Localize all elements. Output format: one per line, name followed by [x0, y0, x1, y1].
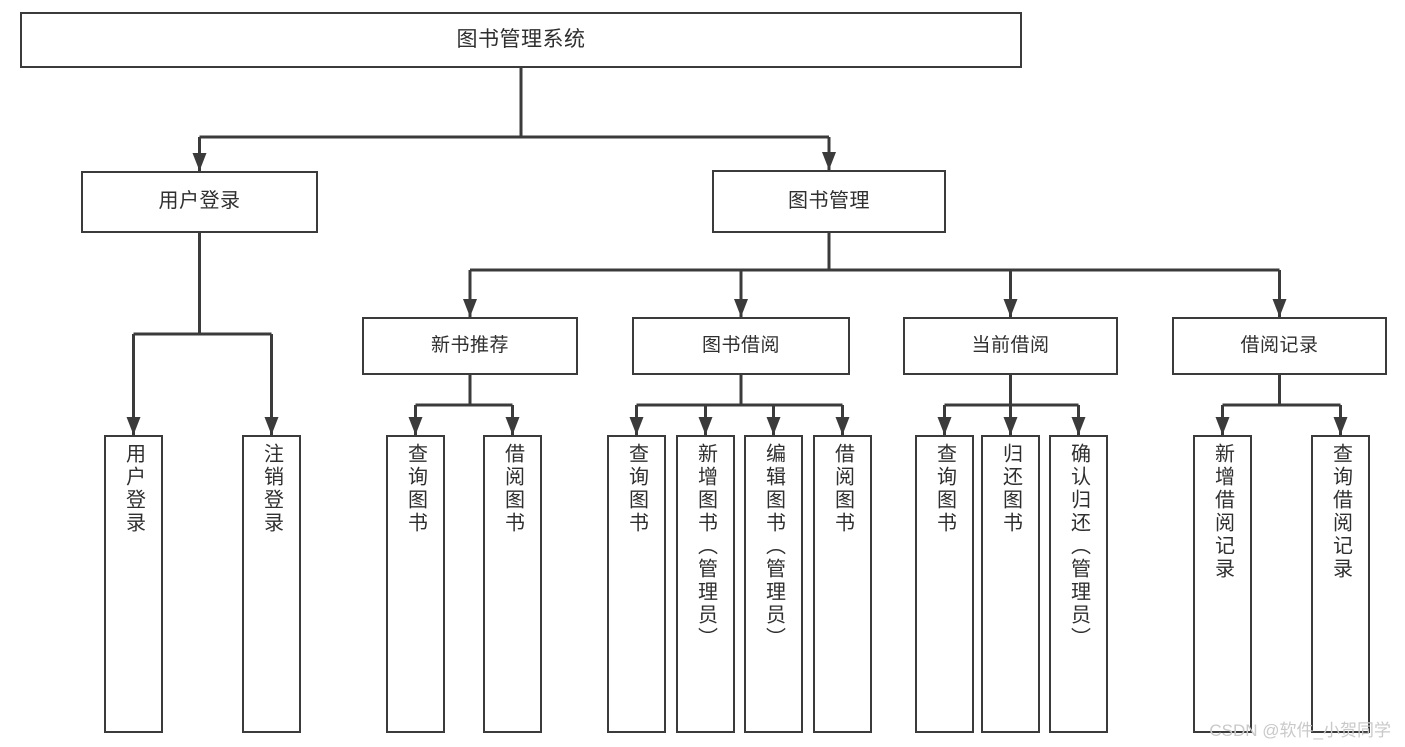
arrow-head-leaf-query-book-2 [629, 417, 644, 435]
node-borrow-record[interactable]: 借阅记录 [1172, 317, 1387, 375]
arrow-head-leaf-confirm-return [1071, 417, 1086, 435]
node-label-leaf-borrow-book-1: 借阅图书 [501, 443, 524, 535]
node-label-leaf-add-book: 新增图书（管理员） [694, 443, 717, 650]
arrow-head-leaf-add-book [698, 417, 713, 435]
node-label-current-borrow: 当前借阅 [971, 334, 1050, 356]
arrow-head-book-borrow [734, 299, 748, 317]
node-leaf-borrow-book-2[interactable]: 借阅图书 [813, 435, 872, 733]
node-user-login[interactable]: 用户登录 [81, 171, 318, 233]
node-book-borrow[interactable]: 图书借阅 [632, 317, 850, 375]
node-label-leaf-query-book-2: 查询图书 [625, 443, 648, 535]
node-label-leaf-user-login: 用户登录 [122, 443, 145, 535]
node-label-leaf-query-record: 查询借阅记录 [1329, 443, 1352, 581]
node-leaf-edit-book[interactable]: 编辑图书（管理员） [744, 435, 803, 733]
arrow-head-current-borrow [1003, 299, 1018, 317]
arrow-head-leaf-borrow-book-2 [835, 417, 850, 435]
node-leaf-user-login[interactable]: 用户登录 [104, 435, 163, 733]
node-leaf-logout[interactable]: 注销登录 [242, 435, 301, 733]
node-leaf-query-book-2[interactable]: 查询图书 [607, 435, 666, 733]
node-leaf-query-record[interactable]: 查询借阅记录 [1311, 435, 1370, 733]
node-label-leaf-add-record: 新增借阅记录 [1211, 443, 1234, 581]
node-leaf-return-book[interactable]: 归还图书 [981, 435, 1040, 733]
arrow-head-user-login [192, 153, 207, 171]
node-leaf-query-book-1[interactable]: 查询图书 [386, 435, 445, 733]
node-label-leaf-query-book-3: 查询图书 [933, 443, 956, 535]
node-label-leaf-return-book: 归还图书 [999, 443, 1022, 535]
node-label-root: 图书管理系统 [456, 27, 586, 51]
node-label-leaf-confirm-return: 确认归还（管理员） [1067, 443, 1090, 650]
node-root[interactable]: 图书管理系统 [20, 12, 1022, 68]
node-label-leaf-query-book-1: 查询图书 [404, 443, 427, 535]
node-leaf-confirm-return[interactable]: 确认归还（管理员） [1049, 435, 1108, 733]
node-label-new-book-rec: 新书推荐 [430, 334, 509, 356]
node-book-manage[interactable]: 图书管理 [712, 170, 946, 233]
node-label-borrow-record: 借阅记录 [1240, 334, 1319, 356]
node-current-borrow[interactable]: 当前借阅 [903, 317, 1118, 375]
node-label-book-borrow: 图书借阅 [701, 334, 780, 356]
node-leaf-add-record[interactable]: 新增借阅记录 [1193, 435, 1252, 733]
arrow-head-leaf-query-record [1333, 417, 1348, 435]
node-label-leaf-edit-book: 编辑图书（管理员） [762, 443, 785, 650]
node-leaf-borrow-book-1[interactable]: 借阅图书 [483, 435, 542, 733]
arrow-head-leaf-query-book-1 [408, 417, 423, 435]
node-leaf-query-book-3[interactable]: 查询图书 [915, 435, 974, 733]
arrow-head-leaf-edit-book [766, 417, 781, 435]
node-label-leaf-borrow-book-2: 借阅图书 [831, 443, 854, 535]
arrow-head-borrow-record [1272, 299, 1287, 317]
arrow-head-new-book-rec [463, 299, 477, 317]
node-leaf-add-book[interactable]: 新增图书（管理员） [676, 435, 735, 733]
node-label-leaf-logout: 注销登录 [260, 443, 283, 535]
node-label-book-manage: 图书管理 [788, 189, 870, 212]
watermark-text: CSDN @软件_小贺同学 [1209, 721, 1391, 740]
arrow-head-leaf-user-login [126, 417, 141, 435]
arrow-head-leaf-query-book-3 [937, 417, 952, 435]
arrow-head-leaf-borrow-book-1 [505, 417, 520, 435]
arrow-head-leaf-logout [264, 417, 279, 435]
arrow-head-leaf-return-book [1003, 417, 1018, 435]
arrow-head-leaf-add-record [1215, 417, 1230, 435]
arrow-head-book-manage [822, 152, 836, 170]
node-new-book-rec[interactable]: 新书推荐 [362, 317, 578, 375]
node-label-user-login: 用户登录 [158, 190, 241, 213]
